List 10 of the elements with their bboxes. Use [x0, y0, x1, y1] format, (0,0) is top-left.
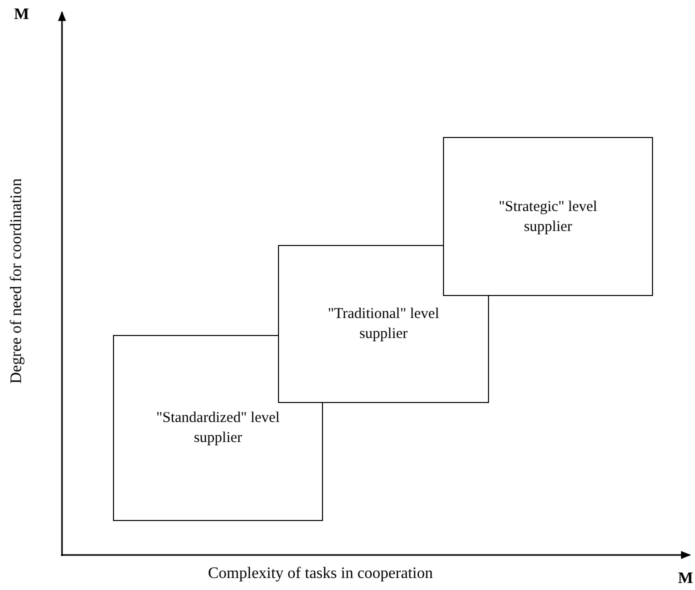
supplier-level-box — [113, 335, 323, 521]
box-label: "Traditional" level supplier — [326, 305, 440, 344]
axis-title: Degree of need for coordination — [8, 177, 26, 386]
axis-title: Complexity of tasks in cooperation — [208, 565, 433, 583]
box-label: "Strategic" level supplier — [498, 198, 598, 236]
axis-label: M — [14, 6, 30, 24]
axis-label: M — [678, 570, 694, 588]
supplier-level-box — [278, 245, 489, 403]
box-label: "Standardized" level supplier — [155, 409, 281, 448]
supplier-level-box — [443, 137, 653, 296]
